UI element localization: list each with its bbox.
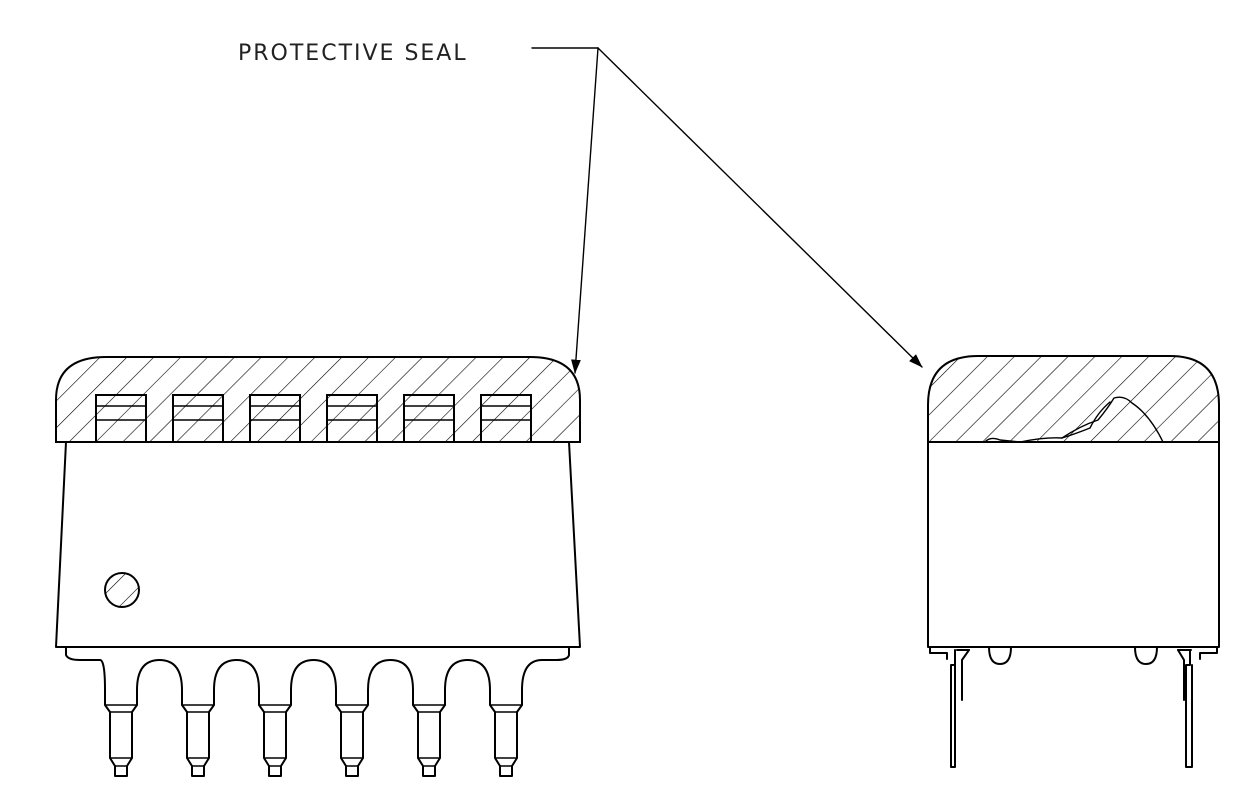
pin1-marker	[104, 572, 140, 608]
pin-terminal	[95, 394, 147, 443]
pin-terminal	[172, 394, 224, 443]
side-standoff	[929, 646, 1218, 665]
front-lead	[412, 689, 446, 777]
front-lead	[258, 689, 292, 777]
side-internal-outline	[984, 396, 1164, 443]
side-body	[927, 441, 1220, 648]
side-seal	[927, 355, 1220, 443]
front-body	[55, 441, 581, 648]
pin-terminal	[480, 394, 532, 443]
front-lead	[335, 689, 369, 777]
pin-terminal	[249, 394, 301, 443]
front-standoff	[65, 646, 570, 691]
front-pin-terminals	[95, 394, 532, 443]
standoff-profile	[65, 646, 570, 691]
front-lead	[489, 689, 523, 777]
leader-lines	[531, 47, 923, 374]
front-view	[55, 356, 581, 777]
pin-terminal	[326, 394, 378, 443]
side-leads	[950, 649, 1193, 768]
front-lead	[104, 689, 138, 777]
side-view	[927, 355, 1220, 768]
pin-terminal	[403, 394, 455, 443]
callout-label: PROTECTIVE SEAL	[238, 41, 468, 66]
front-leads	[104, 689, 523, 777]
front-lead	[181, 689, 215, 777]
